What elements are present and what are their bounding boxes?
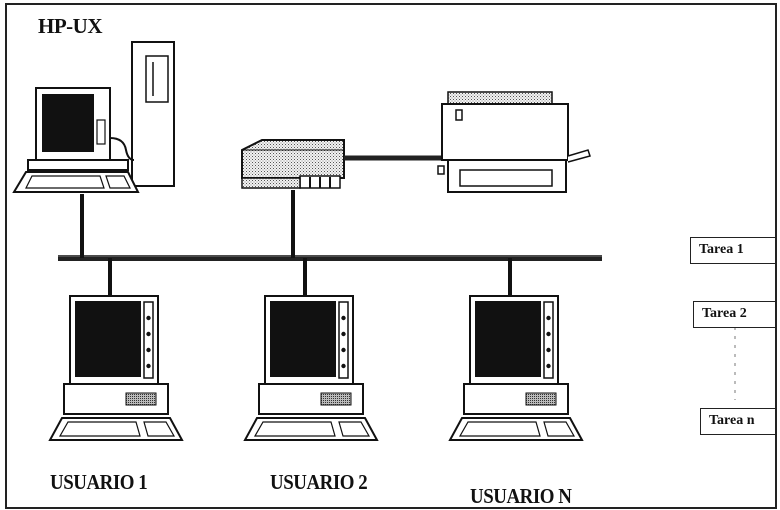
task-box-2: Tarea 2: [693, 301, 776, 328]
user-n-workstation-icon: [450, 296, 582, 440]
user-1-workstation-icon: [50, 296, 182, 440]
task-box-n: Tarea n: [700, 408, 776, 435]
print-server-icon: [242, 140, 344, 188]
server-workstation-icon: [14, 42, 174, 192]
user-label-1: USUARIO 1: [50, 470, 147, 495]
printer-icon: [438, 92, 590, 192]
user-label-n: USUARIO N: [470, 484, 571, 509]
network-bus: [58, 190, 602, 296]
user-label-2: USUARIO 2: [270, 470, 367, 495]
user-2-workstation-icon: [245, 296, 377, 440]
system-title: HP-UX: [38, 14, 102, 39]
task-box-1: Tarea 1: [690, 237, 776, 264]
